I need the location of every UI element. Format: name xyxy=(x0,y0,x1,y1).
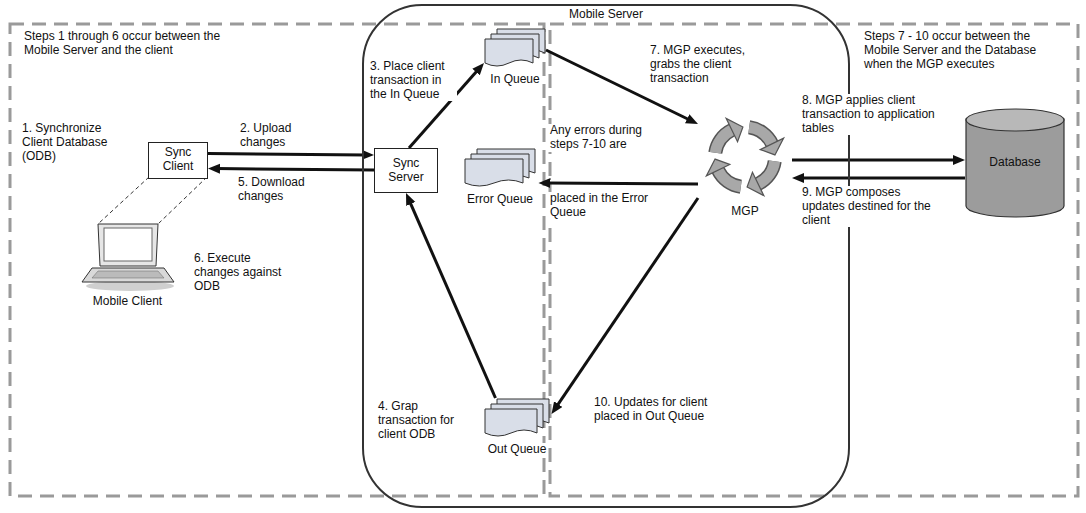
sync-box: Sync Server xyxy=(374,148,438,193)
mgp-cycle-icon xyxy=(700,112,790,202)
flow-arrow xyxy=(792,159,957,162)
node-label: Sync Server xyxy=(378,157,434,185)
node-label: Sync Client xyxy=(152,146,204,174)
note-text: 6. Execute changes against ODB xyxy=(192,252,296,293)
node-label: In Queue xyxy=(488,73,541,87)
note-text: Steps 1 through 6 occur between the Mobi… xyxy=(22,30,256,58)
queue-stack-icon xyxy=(464,148,536,190)
sync-box: Sync Client xyxy=(148,142,208,179)
node-label: Mobile Client xyxy=(91,295,164,309)
step-label: 3. Place client transaction in the In Qu… xyxy=(368,60,457,101)
laptop-illustration xyxy=(80,222,175,292)
flow-arrow xyxy=(216,169,374,170)
flow-arrow xyxy=(556,198,698,407)
leader-line xyxy=(158,177,207,224)
queue-stack-icon xyxy=(484,28,546,70)
flow-arrow xyxy=(547,182,699,186)
step-label: 5. Download changes xyxy=(236,176,318,204)
step-label: 4. Grap transaction for client ODB xyxy=(376,400,480,441)
client-region xyxy=(10,24,544,496)
flow-arrow xyxy=(208,154,366,155)
queue-stack-icon xyxy=(484,398,550,440)
node-label: Mobile Server xyxy=(565,8,647,22)
queue-icon: Out Queue xyxy=(483,398,552,462)
step-label: 2. Upload changes xyxy=(238,122,312,150)
note-text: Steps 7 - 10 occur between the Mobile Se… xyxy=(862,30,1044,71)
node-label: MGP xyxy=(729,205,760,219)
queue-icon: Error Queue xyxy=(462,148,539,212)
note-text: placed in the Error Queue xyxy=(548,192,657,220)
database-region xyxy=(550,24,1078,496)
step-label: 10. Updates for client placed in Out Que… xyxy=(592,396,716,424)
node-label: Error Queue xyxy=(465,193,535,207)
leader-line xyxy=(98,177,149,224)
node-label: Database xyxy=(989,156,1040,170)
mgp-process: MGP xyxy=(698,112,792,232)
flow-arrow xyxy=(800,177,965,180)
queue-icon: In Queue xyxy=(484,28,546,92)
laptop-node: Mobile Client xyxy=(80,222,175,314)
step-label: 7. MGP executes, grabs the client transa… xyxy=(648,44,777,85)
step-label: 9. MGP composes updates destined for the… xyxy=(800,186,939,227)
step-label: Any errors during steps 7-10 are xyxy=(548,124,657,152)
flow-arrow xyxy=(409,200,495,398)
node-label: Out Queue xyxy=(486,443,549,457)
database-cylinder: Database xyxy=(965,108,1065,218)
note-text: 1. Synchronize Client Database (ODB) xyxy=(20,122,124,163)
step-label: 8. MGP applies client transaction to app… xyxy=(800,94,944,135)
